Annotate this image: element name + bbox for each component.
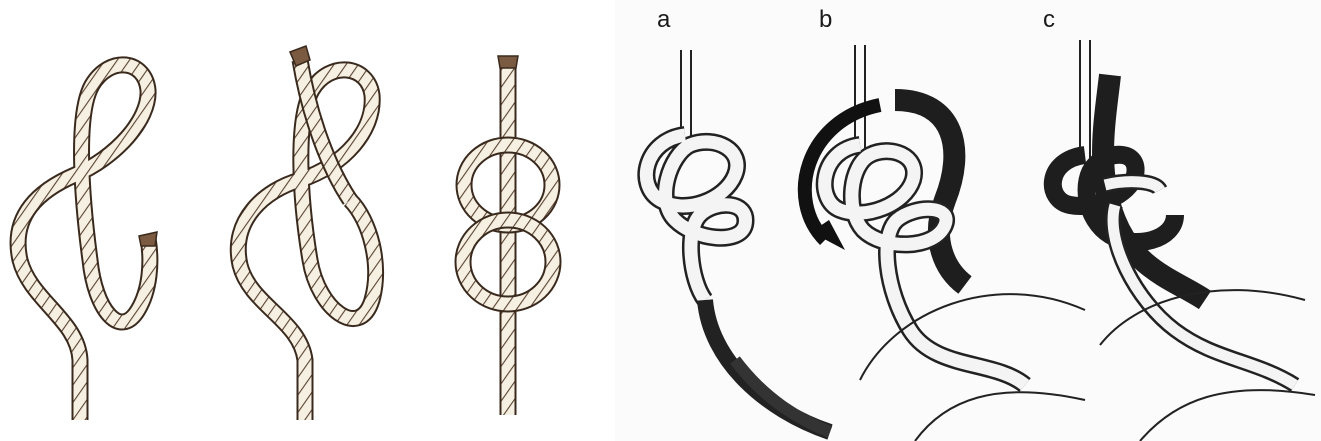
figure-a xyxy=(646,50,830,432)
figure-eight-sequence-panel xyxy=(0,0,615,441)
figure-a-knot-body xyxy=(646,135,745,300)
figure-c-light-knot-body xyxy=(1105,182,1295,385)
rope-step-3 xyxy=(463,56,553,415)
figure-b-leg-line xyxy=(915,392,1085,441)
rope-step-3-end xyxy=(498,56,518,68)
rope-step-1-end xyxy=(139,232,157,246)
step-label-b: b xyxy=(819,8,832,32)
figure-b-knot-body xyxy=(825,145,1025,385)
figure-a-tail-dark xyxy=(735,360,830,432)
rope-step-1-body xyxy=(18,65,150,420)
tie-in-sequence-svg xyxy=(615,0,1321,441)
figure-c-standing-lines xyxy=(1080,40,1090,160)
figure-a-tail-outline xyxy=(705,300,830,432)
tie-in-sequence-panel: a b c xyxy=(615,0,1321,441)
figure-b xyxy=(805,45,1085,441)
figure-b-standing-lines xyxy=(855,45,865,150)
step-label-a: a xyxy=(657,8,670,32)
rope-step-2 xyxy=(238,46,375,420)
figure-eight-sequence-svg xyxy=(0,0,615,441)
step-label-c: c xyxy=(1043,8,1055,32)
rope-step-1 xyxy=(18,65,157,420)
figure-c xyxy=(1053,40,1315,441)
figure-c-leg-line xyxy=(1140,390,1315,441)
